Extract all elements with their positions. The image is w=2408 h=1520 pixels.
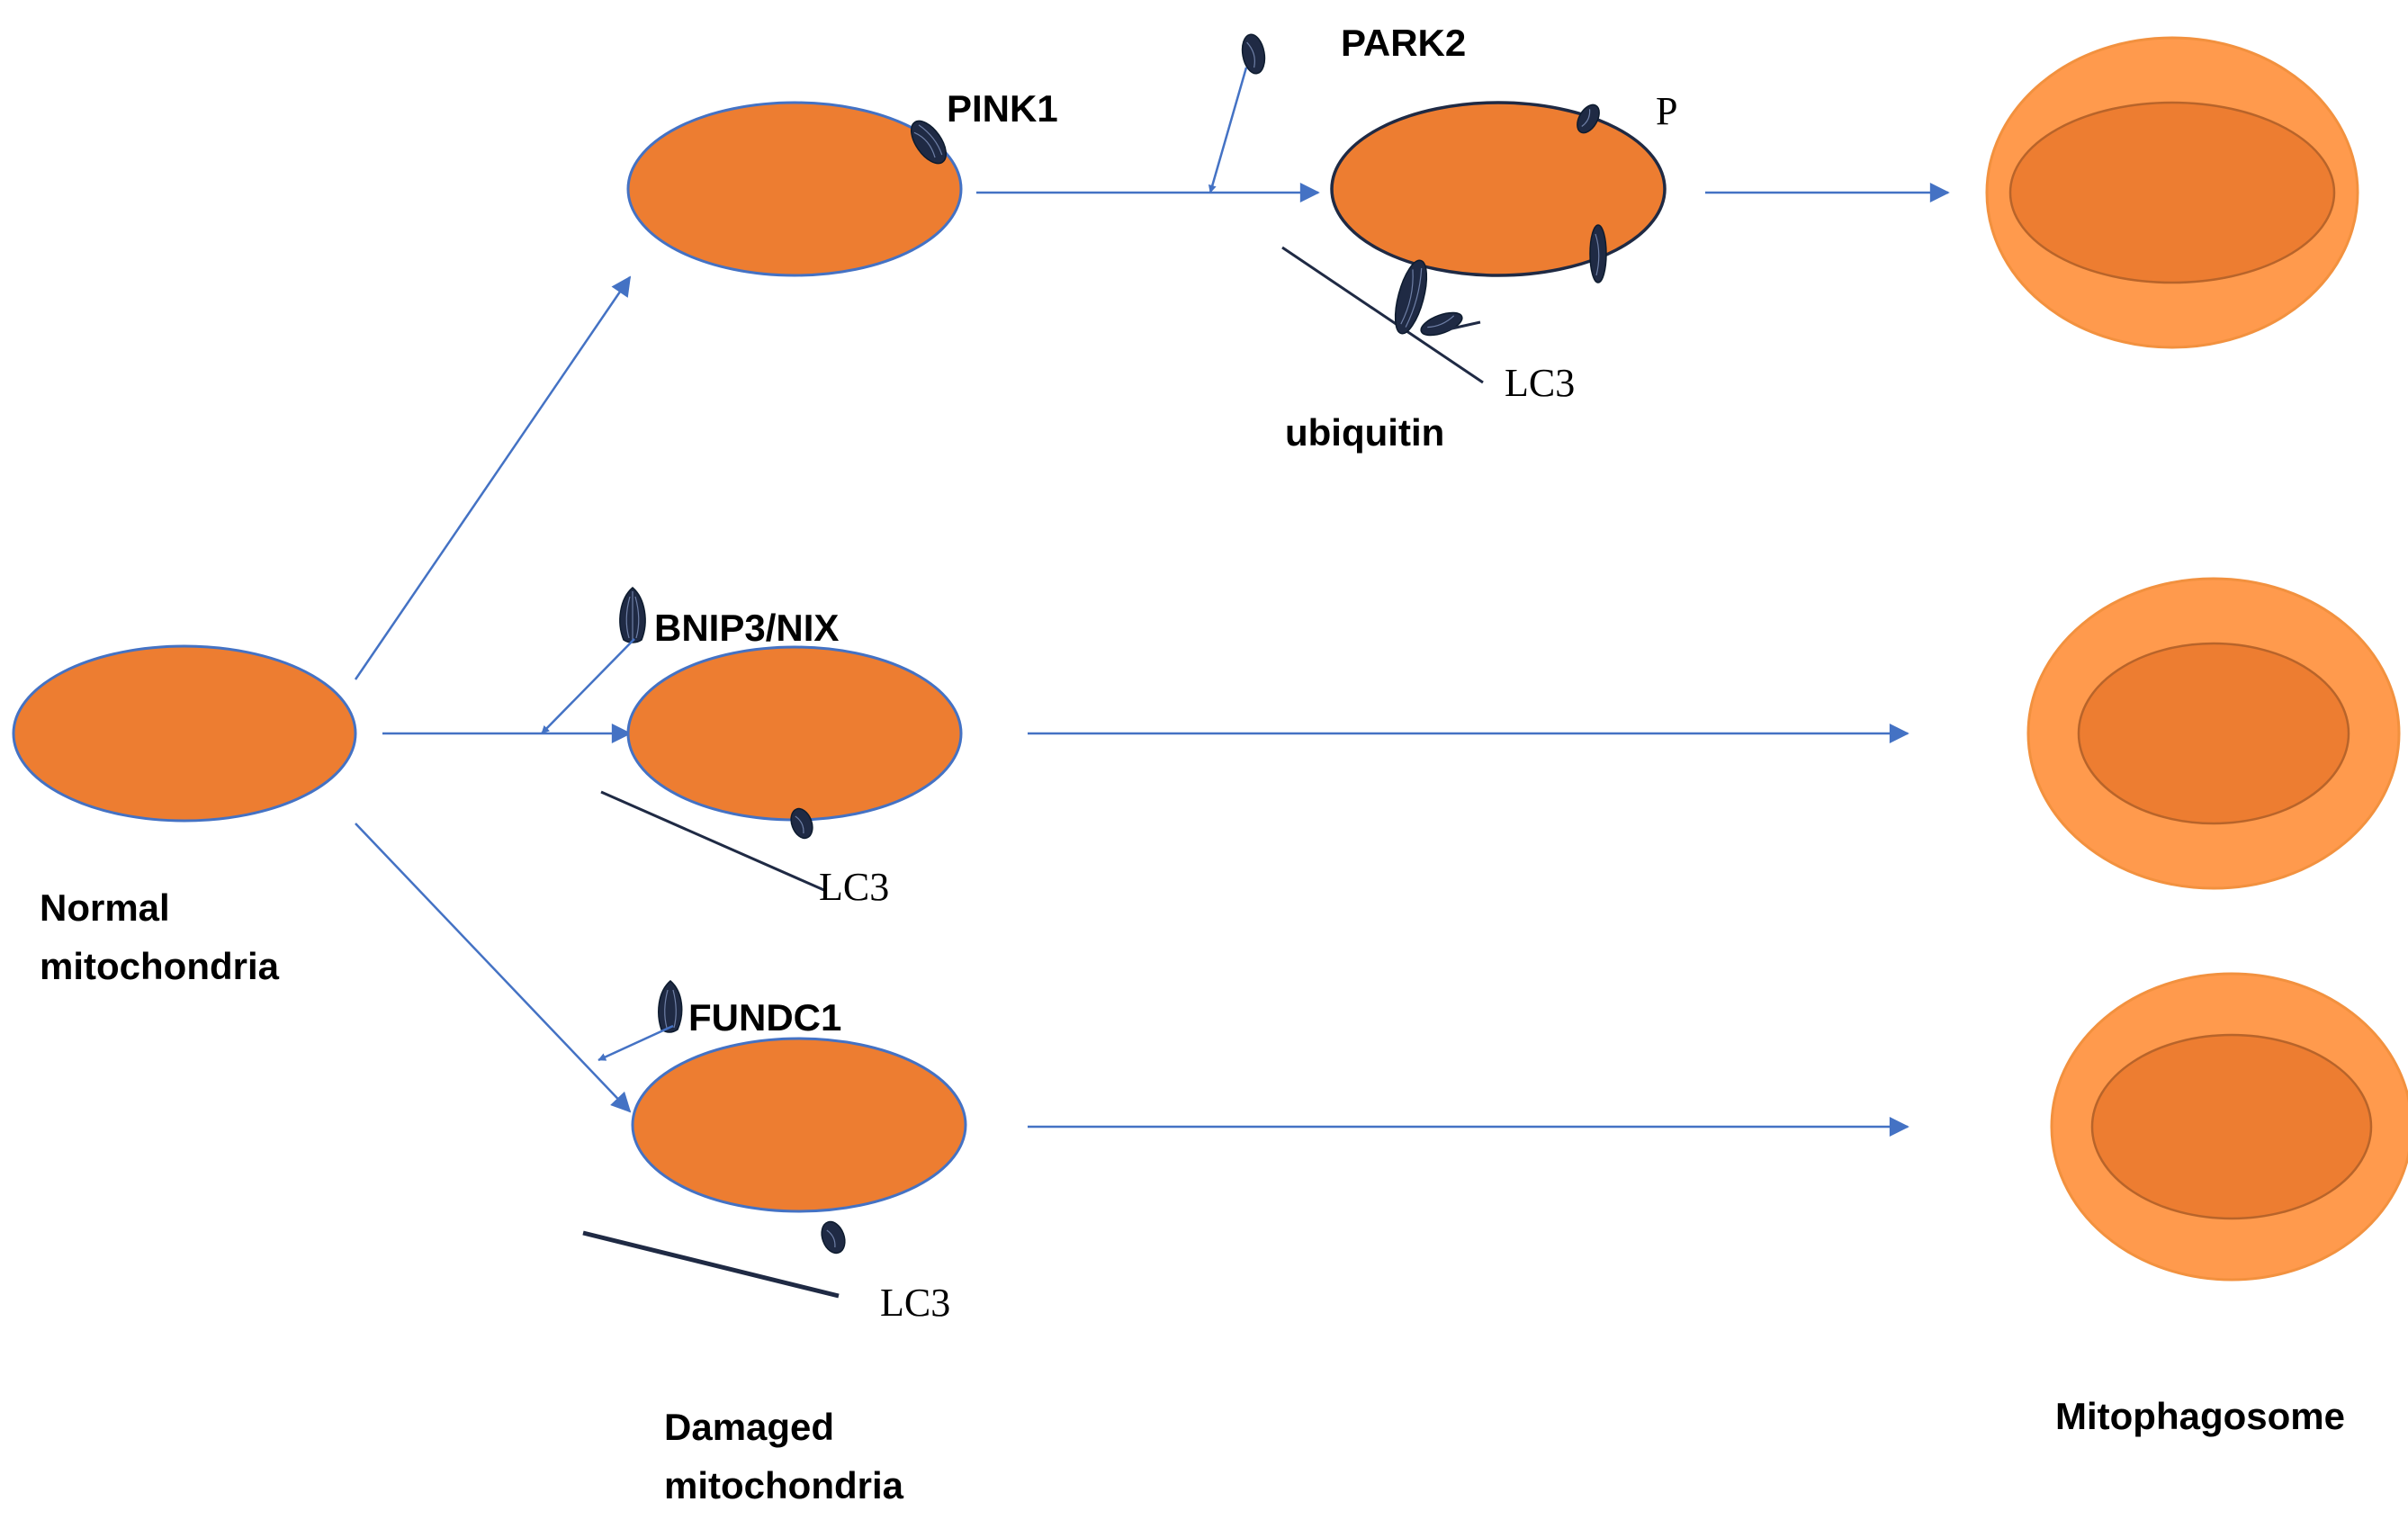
damaged-mitochondrion-bnip3: [626, 645, 963, 822]
lc3-label-top: LC3: [1505, 361, 1575, 405]
arrow-to-fundc1-pathway: [355, 823, 632, 1113]
arrow-park2-recruit: [1208, 67, 1248, 193]
bnip3-nix-protein-icon: [619, 587, 646, 643]
mitophagosome-bottom: [2050, 972, 2408, 1282]
ubiquitin-label: ubiquitin: [1285, 411, 1444, 454]
lc3-membrane-line-bottom: [582, 1230, 840, 1299]
fundc1-label: FUNDC1: [688, 996, 841, 1039]
damaged-mitochondria-label-line2: mitochondria: [664, 1464, 904, 1507]
mitophagosome-middle: [2026, 577, 2401, 890]
pink1-label: PINK1: [947, 87, 1058, 130]
damaged-mitochondrion-fundc1: [631, 1037, 967, 1213]
damaged-mitochondrion-pink1: [626, 101, 963, 277]
damaged-mitochondrion-park2: [1330, 101, 1667, 277]
phospho-park2-icon: [1577, 103, 1600, 134]
arrow-to-pink1-pathway: [354, 275, 632, 680]
ubiquitin-chain-icon: [1394, 259, 1481, 337]
bnip3-membrane-protein-icon: [790, 807, 813, 840]
fundc1-membrane-protein-icon: [821, 1220, 846, 1255]
lc3-membrane-line-middle: [600, 790, 827, 893]
arrow-bnip3-recruit: [541, 638, 635, 734]
lc3-membrane-line-top: [1281, 246, 1484, 384]
phospho-label: P: [1656, 89, 1677, 133]
park2-protein-icon: [1241, 33, 1266, 75]
normal-mitochondrion: [12, 644, 357, 823]
damaged-mitochondria-label-line1: Damaged: [664, 1406, 834, 1448]
fundc1-protein-icon: [658, 980, 683, 1033]
lc3-label-middle: LC3: [819, 865, 889, 909]
arrow-fundc1-recruit: [598, 1024, 674, 1062]
normal-mitochondria-label-line2: mitochondria: [40, 945, 280, 987]
pink1-protein-icon: [910, 120, 948, 165]
bnip3-nix-label: BNIP3/NIX: [654, 607, 839, 649]
park2-membrane-protein-icon: [1589, 224, 1607, 283]
mitophagosome-label: Mitophagosome: [2055, 1395, 2345, 1437]
park2-label: PARK2: [1341, 22, 1466, 64]
mitophagosome-top: [1985, 36, 2359, 349]
normal-mitochondria-label-line1: Normal: [40, 886, 170, 929]
lc3-label-bottom: LC3: [880, 1281, 950, 1325]
